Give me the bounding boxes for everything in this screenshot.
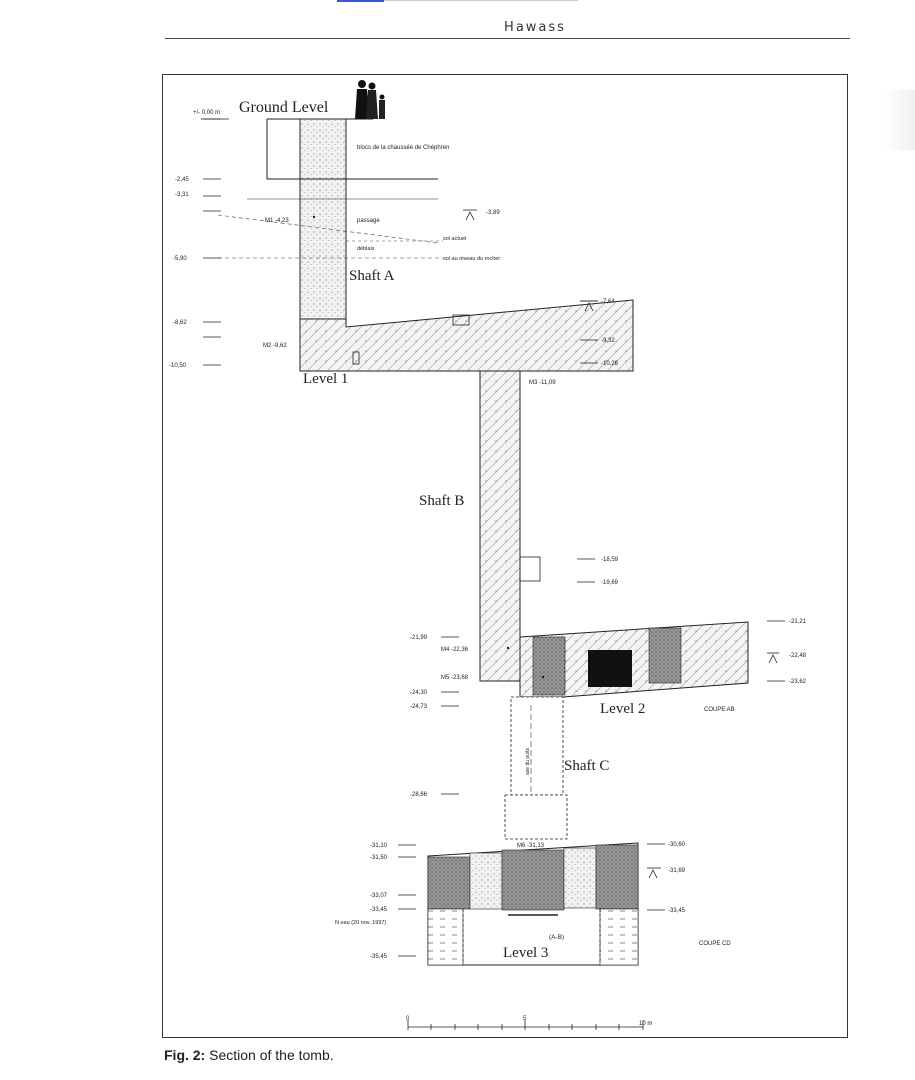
coupe-ab-label: COUPE AB xyxy=(704,707,735,713)
n-eau-label: N eau (20 nov. 1997) xyxy=(335,920,386,926)
elevation-label: -24,30 xyxy=(410,690,428,696)
elevation-label: -10,50 xyxy=(169,363,187,369)
level-3-label: Level 3 xyxy=(503,945,548,961)
level-3-chamber xyxy=(427,842,639,966)
elevation-label: -5,90 xyxy=(173,256,187,262)
elevation-label: -31,50 xyxy=(370,855,388,861)
m2-label: M2 -9,62 xyxy=(263,343,287,349)
blocs-label: blocs de la chaussée de Chéphren xyxy=(357,145,449,151)
ground-level-label: Ground Level xyxy=(239,99,329,116)
m3-label: M3 -11,09 xyxy=(529,380,556,386)
human-figures-icon xyxy=(355,80,385,119)
level-1-label: Level 1 xyxy=(303,371,348,387)
header-rule xyxy=(165,38,850,39)
drawing-labels: Ground Level +/- 0,00 m blocs de la chau… xyxy=(169,99,807,1027)
coupe-cd-label: COUPE CD xyxy=(699,941,731,947)
shaft-c-drawing xyxy=(504,696,568,840)
elevation-label: -31,69 xyxy=(668,868,686,874)
caption-text: Section of the tomb. xyxy=(209,1047,334,1063)
caption-label: Fig. 2: xyxy=(164,1047,206,1063)
ground-zero-label: +/- 0,00 m xyxy=(193,110,220,116)
level-2-chamber xyxy=(506,621,749,698)
axe-puits-label: axe du puits xyxy=(525,748,531,775)
section-drawing: Ground Level +/- 0,00 m blocs de la chau… xyxy=(169,80,807,1030)
elevation-label: -30,60 xyxy=(668,842,686,848)
elevation-label: -18,59 xyxy=(601,557,619,563)
level-2-label: Level 2 xyxy=(600,701,645,717)
sol-actuel-label: sol actuel xyxy=(443,236,466,242)
sol-rocher-label: sol au niveau du rocher xyxy=(443,256,500,262)
elevation-label: -3,31 xyxy=(175,192,189,198)
elevation-label: -22,48 xyxy=(789,653,807,659)
m5-label: M5 -23,68 xyxy=(441,675,469,681)
shaft-b-drawing xyxy=(479,370,541,682)
figure-caption: Fig. 2: Section of the tomb. xyxy=(164,1047,334,1063)
level-1-chamber xyxy=(299,299,634,372)
passage-label: passage xyxy=(357,218,380,224)
elevation-label: -7,64 xyxy=(601,299,615,305)
shaft-a-drawing xyxy=(217,118,443,320)
m4-label: M4 -22,36 xyxy=(441,647,469,653)
left-elevation-ticks xyxy=(203,118,459,957)
elevation-label: -21,21 xyxy=(789,619,807,625)
elevation-label: -2,45 xyxy=(175,177,189,183)
top-tab-bar xyxy=(384,0,578,1)
elevation-label: -24,73 xyxy=(410,704,428,710)
ab-label: (A-B) xyxy=(549,934,564,941)
deblais-label: déblais xyxy=(357,246,375,252)
elevation-label: -33,07 xyxy=(370,893,388,899)
m1-label: M1 -4,23 xyxy=(265,218,289,224)
figure-frame: Ground Level +/- 0,00 m blocs de la chau… xyxy=(162,74,848,1038)
level-marker-icons xyxy=(463,209,779,879)
elevation-label: -23,62 xyxy=(789,679,807,685)
elevation-label: -21,99 xyxy=(410,635,428,641)
elevation-label: -31,10 xyxy=(370,843,388,849)
scale-label-zero: 0 xyxy=(406,1016,410,1022)
running-head: Hawass xyxy=(504,20,566,35)
elevation-label: -8,62 xyxy=(173,320,187,326)
elevation-label: -3,89 xyxy=(486,210,500,216)
elevation-label: -19,69 xyxy=(601,580,619,586)
elevation-label: -33,45 xyxy=(668,908,686,914)
shaft-c-label: Shaft C xyxy=(564,758,609,774)
top-tab-highlight xyxy=(337,0,384,2)
scale-label-ten: 10 m xyxy=(639,1021,652,1027)
right-elevation-ticks xyxy=(577,300,785,911)
scale-bar xyxy=(407,1020,644,1030)
elevation-label: -28,66 xyxy=(410,792,428,798)
elevation-label: -9,32 xyxy=(601,338,615,344)
page-edge-shadow xyxy=(885,90,915,150)
scale-label-five: 5 xyxy=(523,1016,527,1022)
shaft-a-label: Shaft A xyxy=(349,268,395,284)
elevation-label: -35,45 xyxy=(370,954,388,960)
elevation-label: -33,45 xyxy=(370,907,388,913)
m6-label: M6 -31,13 xyxy=(517,843,545,849)
shaft-b-label: Shaft B xyxy=(419,493,464,509)
elevation-label: -10,26 xyxy=(601,361,619,367)
